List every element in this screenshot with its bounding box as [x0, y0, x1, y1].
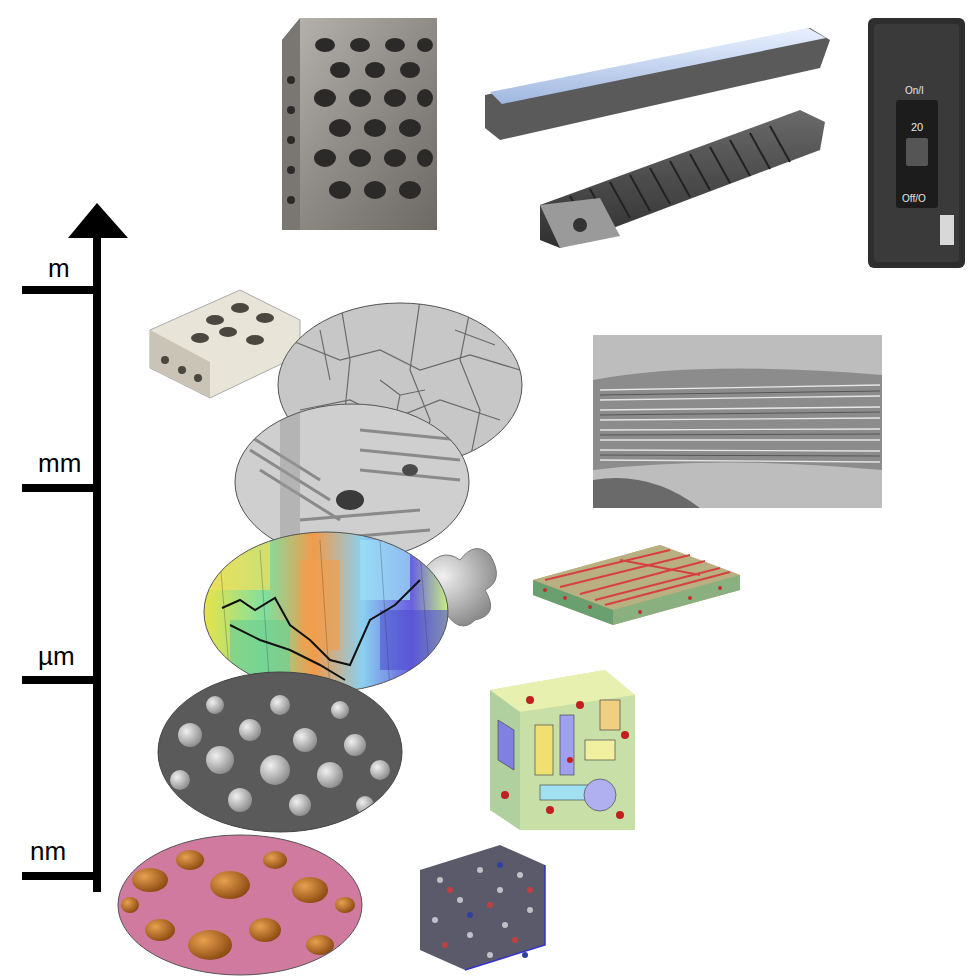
microstructure-cube [490, 670, 635, 830]
scale-axis [22, 203, 128, 892]
switch-marking: On/I [905, 86, 924, 96]
scale-label: mm [38, 450, 81, 476]
scale-label: nm [30, 838, 66, 864]
scale-label: m [48, 255, 70, 281]
lattice-part-photo [282, 18, 437, 230]
lattice-model [150, 290, 300, 398]
luminaire-photo [485, 28, 830, 248]
ebsd-map [204, 532, 450, 692]
rating-marking: 20 [911, 122, 923, 133]
precipitate-tomography [118, 835, 362, 975]
fiber-bundle-sem [593, 335, 882, 508]
atomistic-model [420, 845, 545, 970]
fiber-composite-model [533, 545, 740, 625]
switch-marking: Off/O [902, 194, 926, 204]
circuit-breaker-photo [868, 18, 965, 268]
powder-sem [158, 672, 402, 832]
scale-label: µm [38, 643, 75, 669]
